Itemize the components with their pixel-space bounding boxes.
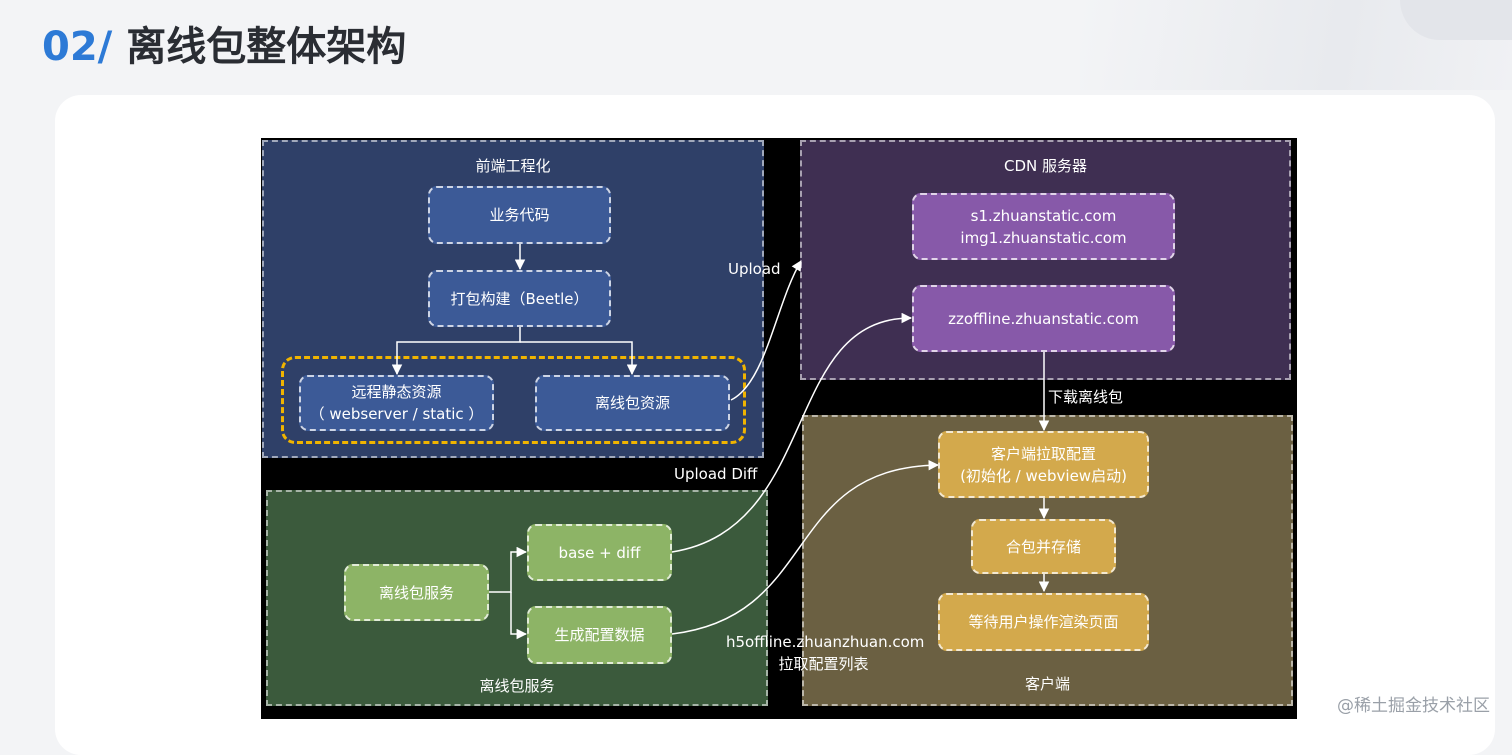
- region-frontend-label: 前端工程化: [475, 157, 551, 175]
- edge-build-split: [391, 326, 521, 376]
- node-base-diff: base + diff: [527, 524, 672, 581]
- node-remote-static: 远程静态资源 （ webserver / static ）: [299, 375, 494, 431]
- edge-label-upload-diff: Upload Diff: [674, 465, 758, 483]
- node-offline-resource: 离线包资源: [535, 375, 730, 431]
- section-title: 离线包整体架构: [126, 24, 407, 70]
- background-shape: [1400, 0, 1512, 40]
- region-cdn-label: CDN 服务器: [1003, 157, 1087, 175]
- edge-upload: [730, 260, 802, 401]
- client-pull-line2: (初始化 / webview启动): [960, 466, 1127, 485]
- page-title: 02/ 离线包整体架构: [42, 14, 406, 72]
- edge-label-upload: Upload: [728, 260, 781, 278]
- h5offline-desc: 拉取配置列表: [778, 655, 869, 673]
- connector-lines: [391, 244, 1050, 640]
- node-client-pull-config: 客户端拉取配置 (初始化 / webview启动): [938, 431, 1149, 498]
- edge-build-to-offline: [520, 341, 638, 376]
- cdn-domain-line1: s1.zhuanstatic.com: [970, 206, 1117, 225]
- node-offline-service: 离线包服务: [344, 564, 489, 621]
- client-pull-line1: 客户端拉取配置: [990, 444, 1096, 463]
- edge-service-split: [486, 546, 528, 593]
- node-wait-render: 等待用户操作渲染页面: [938, 593, 1149, 651]
- h5offline-domain: h5offline.zhuanzhuan.com: [726, 633, 925, 651]
- node-merge-store: 合包并存储: [971, 519, 1116, 574]
- remote-static-line2: （ webserver / static ）: [309, 405, 484, 423]
- edge-label-download: 下载离线包: [1048, 388, 1124, 406]
- section-number: 02/: [42, 24, 113, 70]
- node-gen-config: 生成配置数据: [527, 606, 672, 664]
- region-client-label: 客户端: [1024, 675, 1070, 693]
- offline-resources-group: [281, 356, 746, 444]
- region-service-label: 离线包服务: [479, 677, 555, 695]
- cdn-domain-line2: img1.zhuanstatic.com: [960, 228, 1127, 247]
- edge-pull-config: [671, 459, 940, 635]
- edge-upload-diff: [671, 312, 913, 553]
- watermark: @稀土掘金技术社区: [1337, 696, 1490, 716]
- node-business-code: 业务代码: [428, 186, 611, 244]
- edge-label-h5offline: h5offline.zhuanzhuan.com 拉取配置列表: [726, 631, 925, 675]
- architecture-diagram: 前端工程化 CDN 服务器 离线包服务 客户端: [261, 138, 1297, 719]
- edge-service-to-config: [510, 592, 528, 640]
- node-zzoffline: zzoffline.zhuanstatic.com: [912, 285, 1175, 352]
- node-build: 打包构建（Beetle）: [428, 270, 611, 327]
- remote-static-line1: 远程静态资源: [351, 383, 442, 401]
- node-cdn-domains: s1.zhuanstatic.com img1.zhuanstatic.com: [912, 193, 1175, 260]
